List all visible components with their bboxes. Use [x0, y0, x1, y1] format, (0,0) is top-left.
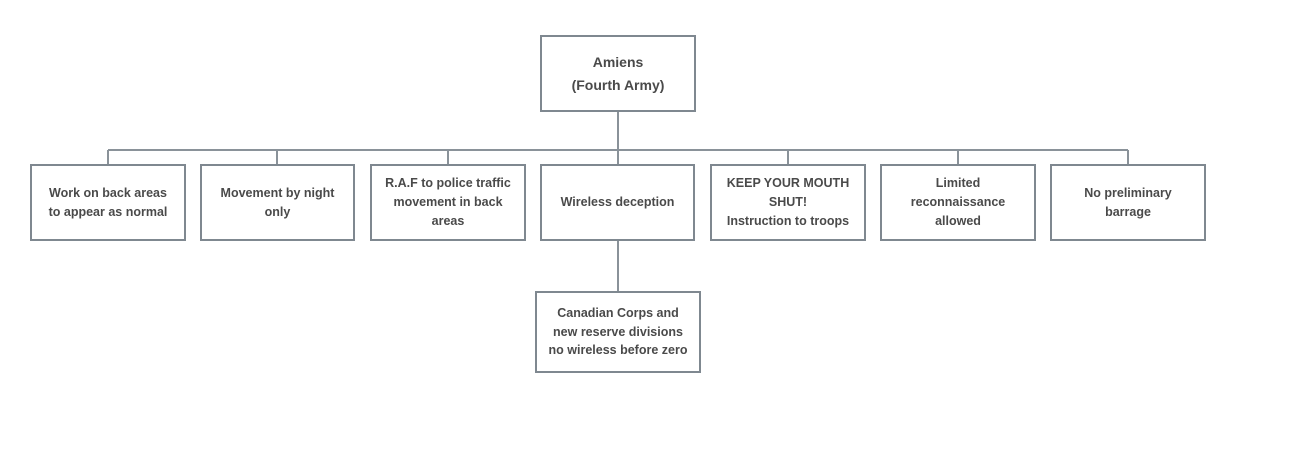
node-work-on-back-areas: Work on back areas to appear as normal	[30, 164, 186, 241]
node-no-preliminary-barrage: No preliminary barrage	[1050, 164, 1206, 241]
node-canadian-corps: Canadian Corps and new reserve divisions…	[535, 291, 701, 373]
node-movement-by-night: Movement by night only	[200, 164, 355, 241]
node-limited-reconnaissance: Limited reconnaissance allowed	[880, 164, 1036, 241]
node-raf-police-traffic: R.A.F to police traffic movement in back…	[370, 164, 526, 241]
node-wireless-deception: Wireless deception	[540, 164, 695, 241]
node-amiens-fourth-army: Amiens (Fourth Army)	[540, 35, 696, 112]
node-keep-your-mouth-shut: KEEP YOUR MOUTH SHUT! Instruction to tro…	[710, 164, 866, 241]
